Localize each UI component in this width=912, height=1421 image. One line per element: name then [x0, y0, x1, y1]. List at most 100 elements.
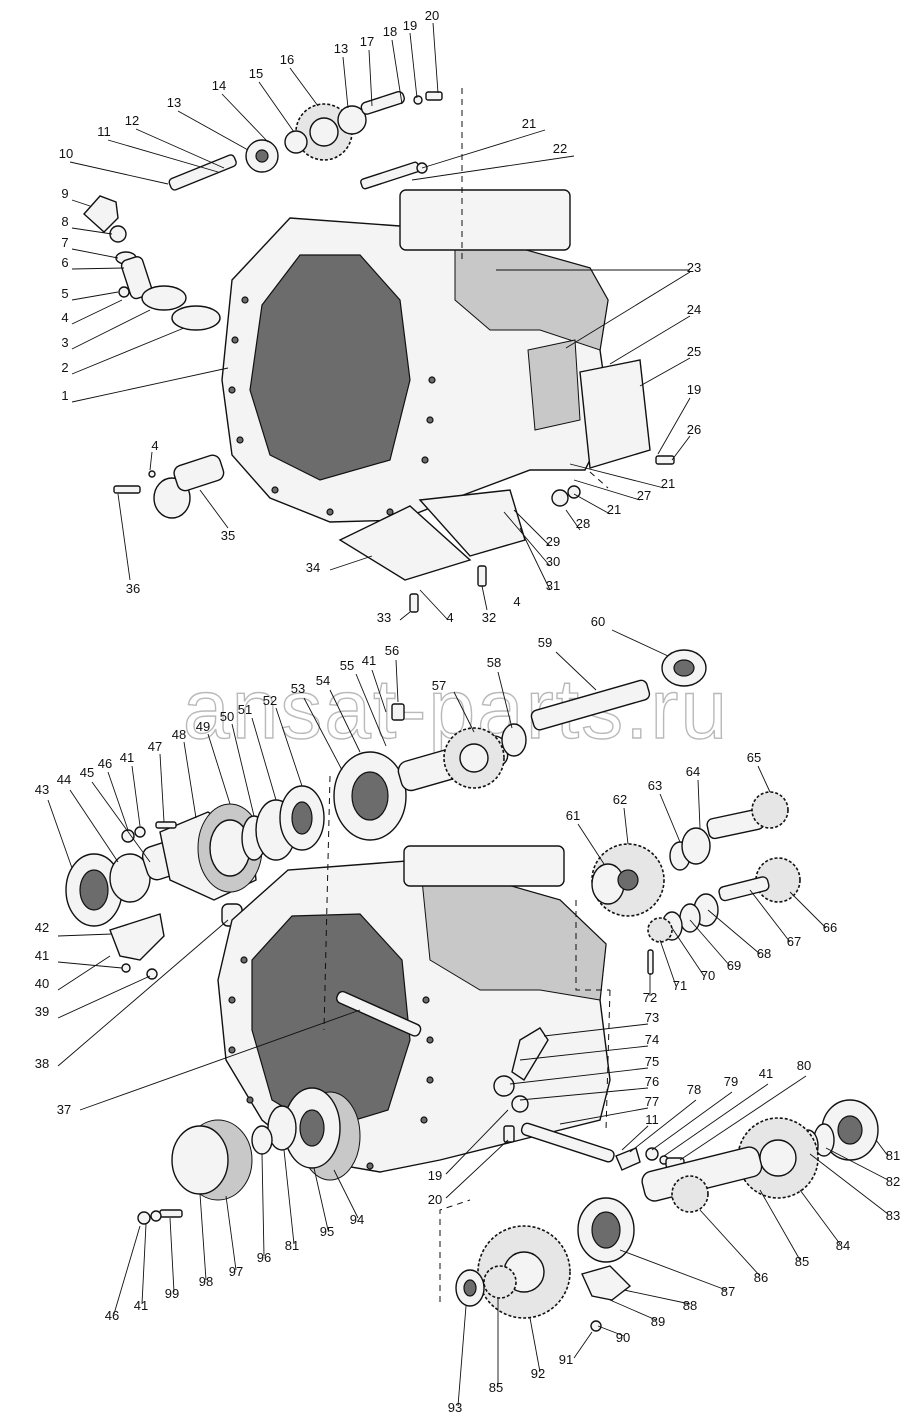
callout-label: 66 [823, 920, 837, 935]
callout-label: 63 [648, 778, 662, 793]
callout-label: 70 [701, 968, 715, 983]
callout-label: 1 [61, 388, 68, 403]
ring-15 [284, 130, 308, 154]
callout-label: 14 [212, 78, 226, 93]
callout-label: 37 [57, 1102, 71, 1117]
callout-label: 64 [686, 764, 700, 779]
stud-99 [159, 1209, 183, 1218]
callout-label: 19 [428, 1168, 442, 1183]
breather-cap-9 [83, 195, 119, 233]
callout-label: 69 [727, 958, 741, 973]
callout-label: 59 [538, 635, 552, 650]
bolt-20-lower [503, 1125, 515, 1143]
bottom-plate-34 [338, 505, 472, 581]
callout-label: 80 [797, 1058, 811, 1073]
bearing-64 [681, 827, 711, 865]
callout-label: 31 [546, 578, 560, 593]
callout-label: 83 [886, 1208, 900, 1223]
gear-66 [755, 857, 801, 903]
callout-label: 34 [306, 560, 320, 575]
bottom-plate-31 [418, 489, 526, 557]
callout-label: 47 [148, 739, 162, 754]
callout-label: 3 [61, 335, 68, 350]
callout-label: 51 [238, 702, 252, 717]
shaft-17 [360, 91, 405, 115]
callout-label: 87 [721, 1284, 735, 1299]
callout-label: 62 [613, 792, 627, 807]
callout-label: 40 [35, 976, 49, 991]
callout-label: 24 [687, 302, 701, 317]
callout-label: 93 [448, 1400, 462, 1415]
callout-label: 4 [513, 594, 520, 609]
lever-73 [511, 1027, 549, 1081]
upper-cover-opening [527, 339, 581, 431]
shaft-67 [718, 876, 770, 902]
cap-98 [171, 1125, 229, 1195]
callout-label: 76 [645, 1074, 659, 1089]
callout-label: 16 [280, 52, 294, 67]
upper-housing-assembly [83, 91, 675, 613]
alignment-line-upper-2 [589, 471, 609, 489]
callout-label: 79 [724, 1074, 738, 1089]
gear-85-lower [483, 1265, 517, 1299]
fork-88 [581, 1265, 632, 1301]
callout-label: 56 [385, 643, 399, 658]
callout-label: 81 [886, 1148, 900, 1163]
callout-label: 33 [377, 610, 391, 625]
callout-label: 10 [59, 146, 73, 161]
callout-label: 77 [645, 1094, 659, 1109]
countershaft-cluster [591, 791, 801, 975]
callout-label: 41 [759, 1066, 773, 1081]
pin-47 [155, 821, 177, 829]
callout-label: 41 [120, 750, 134, 765]
callout-label: 75 [645, 1054, 659, 1069]
callout-label: 41 [362, 653, 376, 668]
bearing-44 [109, 853, 151, 903]
bearing-58 [501, 723, 527, 757]
callout-label: 97 [229, 1264, 243, 1279]
bolt-26 [655, 455, 675, 465]
gasket-2 [171, 305, 221, 331]
gear-71 [647, 917, 673, 943]
callout-label: 85 [795, 1254, 809, 1269]
lower-housing-opening [251, 913, 411, 1131]
callout-label: 54 [316, 673, 330, 688]
callout-label: 58 [487, 655, 501, 670]
callout-label: 65 [747, 750, 761, 765]
bolt-22 [360, 161, 421, 190]
bolt-56 [391, 703, 405, 721]
upper-side-cover-24 [579, 359, 651, 469]
callout-label: 44 [57, 772, 71, 787]
callout-label: 67 [787, 934, 801, 949]
clip-78 [615, 1147, 641, 1171]
callout-label: 45 [80, 765, 94, 780]
callout-label: 19 [687, 382, 701, 397]
callout-label: 6 [61, 255, 68, 270]
callout-label: 92 [531, 1366, 545, 1381]
alignment-line-lower [439, 1199, 471, 1302]
callout-label: 52 [263, 693, 277, 708]
bearing-13b [337, 105, 367, 135]
callout-label: 35 [221, 528, 235, 543]
callout-label: 49 [196, 719, 210, 734]
callout-label: 46 [98, 756, 112, 771]
callout-label: 71 [673, 978, 687, 993]
callout-label: 43 [35, 782, 49, 797]
callout-label: 21 [661, 476, 675, 491]
callout-label: 36 [126, 581, 140, 596]
callout-label: 55 [340, 658, 354, 673]
callout-label: 60 [591, 614, 605, 629]
callout-label: 4 [61, 310, 68, 325]
callout-label: 57 [432, 678, 446, 693]
shift-rod-77 [520, 1122, 615, 1163]
callout-labels: 2019181713161514131211102122987654321232… [35, 8, 900, 1415]
callout-label: 78 [687, 1082, 701, 1097]
bolt-36 [113, 485, 141, 494]
callout-label: 41 [134, 1298, 148, 1313]
callout-label: 13 [167, 95, 181, 110]
callout-label: 99 [165, 1286, 179, 1301]
alignment-line-right [575, 900, 610, 991]
callout-label: 2 [61, 360, 68, 375]
callout-label: 53 [291, 681, 305, 696]
